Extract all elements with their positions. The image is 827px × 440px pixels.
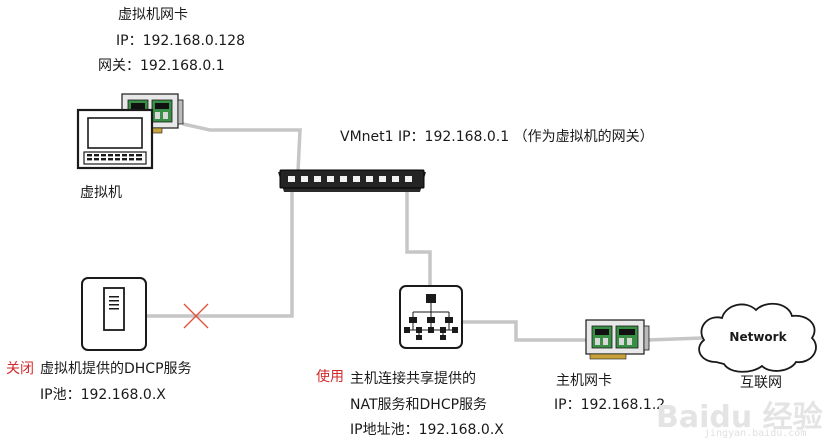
cable-hostnic-to-cloud: [647, 336, 703, 342]
host-nat-label-2: NAT服务和DHCP服务: [350, 397, 488, 413]
vm-nic-title: 虚拟机网卡: [118, 7, 188, 23]
host-nat-status: 使用: [316, 369, 344, 385]
host-nat-dhcp-icon: [399, 285, 463, 349]
internet-cloud-icon: Network: [698, 302, 817, 373]
vm-dhcp-server-icon: [81, 277, 147, 351]
cables: [146, 122, 703, 342]
vm-dhcp-label: 虚拟机提供的DHCP服务: [40, 361, 192, 377]
disabled-cross-icon: [183, 303, 209, 329]
cable-switch-to-nat: [405, 184, 432, 292]
host-nat-pool: IP地址池：192.168.0.X: [350, 422, 504, 438]
vmnet1-switch-icon: [278, 169, 426, 192]
vm-label: 虚拟机: [80, 185, 122, 201]
cable-nat-to-hostnic: [462, 320, 590, 342]
host-nic-ip: IP：192.168.1.2: [554, 397, 666, 413]
internet-label: 互联网: [740, 375, 782, 391]
vm-nic-gateway: 网关：192.168.0.1: [98, 58, 225, 74]
cable-server-to-switch: [146, 184, 294, 318]
vm-computer-icon: [76, 108, 154, 170]
cloud-label: Network: [729, 330, 787, 344]
vm-dhcp-pool: IP池：192.168.0.X: [40, 387, 166, 403]
host-nic-label: 主机网卡: [556, 373, 612, 389]
vm-dhcp-status: 关闭: [6, 361, 34, 377]
baidu-watermark-url: jingyan.baidu.com: [704, 428, 807, 439]
host-nic-card-icon: [585, 319, 650, 360]
vm-nic-ip: IP：192.168.0.128: [116, 33, 245, 49]
vmnet1-label: VMnet1 IP：192.168.0.1 （作为虚拟机的网关）: [340, 129, 654, 145]
host-nat-label-1: 主机连接共享提供的: [350, 371, 476, 387]
cable-vm-to-switch: [182, 122, 302, 173]
baidu-watermark: Baidu 经验: [656, 400, 823, 435]
